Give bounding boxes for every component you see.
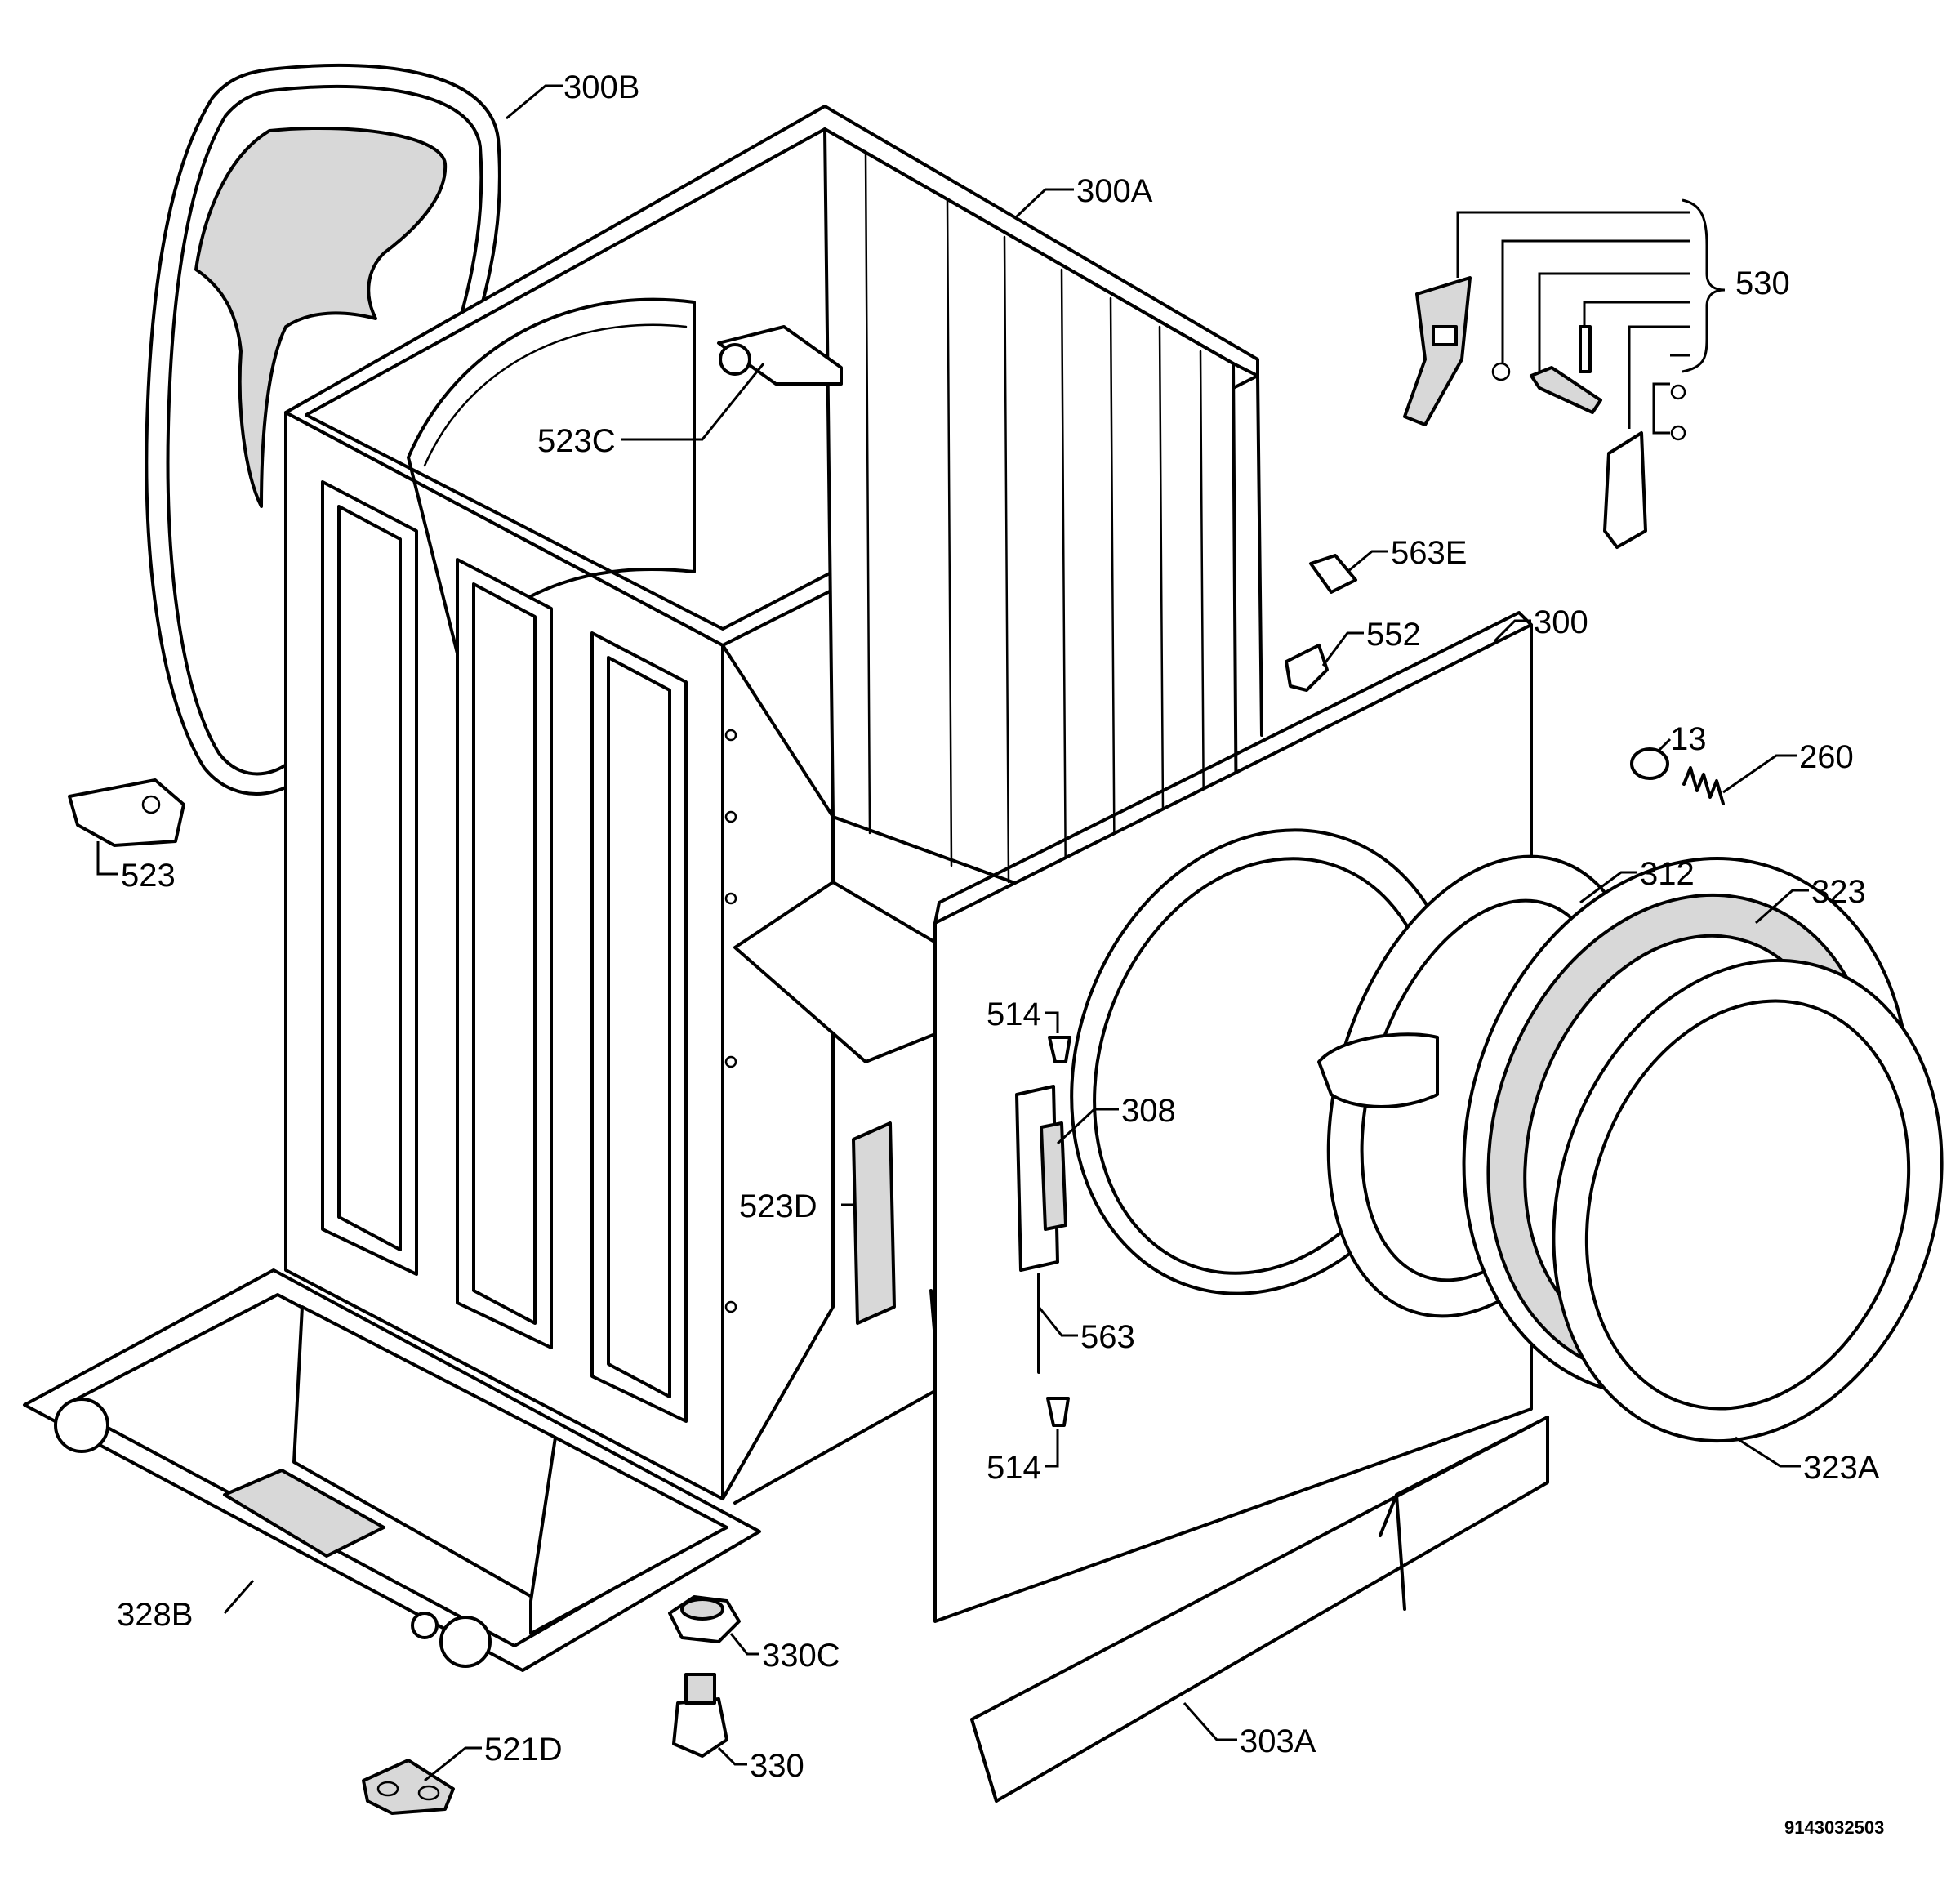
label-300: 300 [1534,604,1588,640]
knob-13-part [1630,747,1669,780]
pin-563e-part [1309,554,1357,594]
label-563: 563 [1080,1319,1135,1355]
label-523c: 523C [537,423,616,459]
drawing-code: 9143032503 [1784,1817,1884,1838]
label-563e: 563E [1391,535,1467,571]
label-312: 312 [1640,856,1695,892]
label-514-top: 514 [987,996,1041,1032]
outer-door-ring-part [1462,857,1944,1443]
label-521d: 521D [484,1732,563,1768]
cap-521d-part [362,1759,455,1815]
label-303a: 303A [1240,1723,1316,1759]
label-330: 330 [750,1748,804,1784]
label-308: 308 [1121,1093,1176,1129]
base-plate-part [23,1268,761,1672]
label-300a: 300A [1076,173,1153,209]
latch-assembly-530-part [1403,198,1726,549]
label-523d: 523D [739,1188,817,1224]
nut-330c-part [668,1595,741,1643]
label-330c: 330C [762,1638,840,1674]
plinth-panel-part [970,1416,1549,1803]
label-523: 523 [121,858,176,894]
bracket-523-part [68,778,185,847]
spring-260-part [1682,766,1725,805]
leader-lines [96,84,1809,1782]
valve-330-part [672,1673,728,1758]
cabinet-frame-part [284,105,1263,1505]
label-328b: 328B [117,1597,193,1633]
label-260: 260 [1799,739,1854,775]
label-552: 552 [1366,617,1421,653]
label-300b: 300B [564,69,639,105]
label-323: 323 [1811,874,1866,910]
label-514-bottom: 514 [987,1450,1041,1486]
label-323a: 323A [1803,1450,1880,1486]
label-530: 530 [1735,265,1790,301]
label-13: 13 [1670,721,1707,757]
lock-552-part [1285,644,1329,692]
